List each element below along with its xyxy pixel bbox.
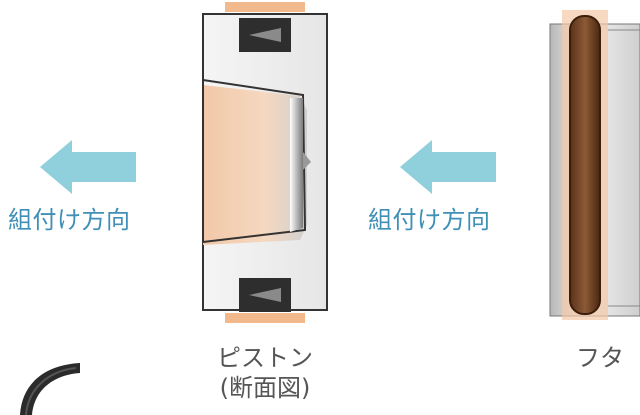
middle-direction-label: 組付け方向 xyxy=(368,206,491,234)
lid-oring xyxy=(569,15,601,315)
lid-caption: フタ xyxy=(576,344,624,372)
piston-caption-line1: ピストン xyxy=(217,344,313,372)
lid-diagram xyxy=(549,10,640,320)
cavity-section xyxy=(203,85,307,245)
left-direction-label: 組付け方向 xyxy=(8,206,131,234)
top-seal xyxy=(225,2,305,12)
ring-part-image xyxy=(20,363,80,415)
middle-arrow-icon xyxy=(400,140,496,194)
bottom-seal xyxy=(225,313,305,323)
piston-caption: ピストン (断面図) xyxy=(195,343,335,403)
left-arrow-icon xyxy=(40,140,136,194)
piston-section-diagram xyxy=(202,2,328,323)
piston-caption-line2: (断面図) xyxy=(219,374,311,402)
